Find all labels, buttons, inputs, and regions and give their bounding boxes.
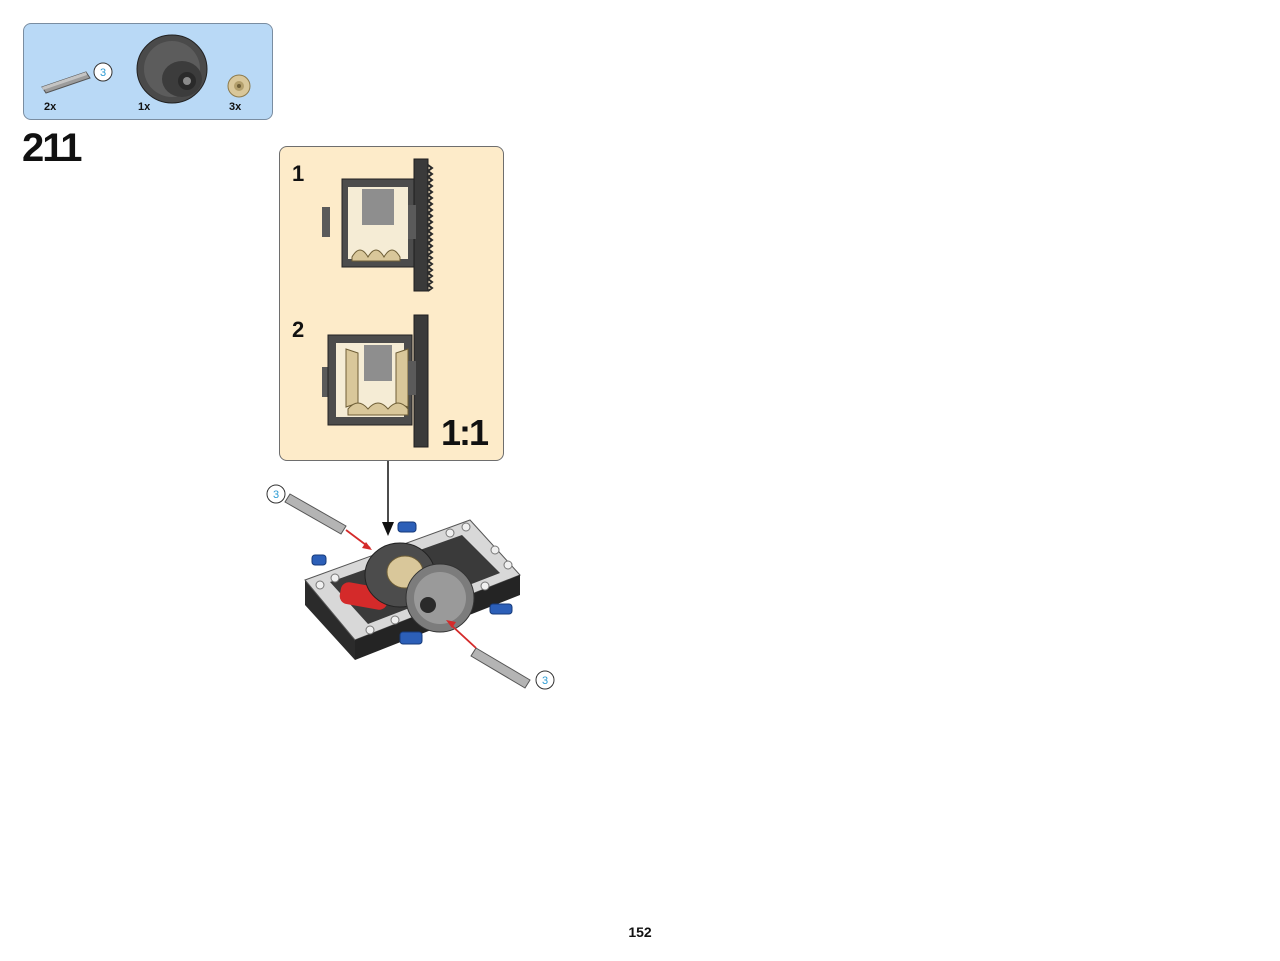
sub-step-1-image (322, 158, 434, 292)
parts-art: 3 (41, 34, 251, 104)
axle-quantity: 2x (44, 101, 57, 113)
page-number: 152 (628, 924, 652, 940)
differential-quantity: 1x (138, 101, 151, 113)
axle-length-label: 3 (100, 67, 106, 79)
bevel-gear-part-icon (227, 74, 251, 98)
left-axle-length-label: 3 (273, 489, 279, 501)
frame-assembly (304, 519, 521, 660)
left-axle-callout (266, 484, 372, 550)
sub-step-2-image (322, 314, 429, 448)
callout-art (322, 158, 434, 448)
sub-step-2-number: 2 (292, 317, 305, 342)
bevel-gear-quantity: 3x (229, 101, 242, 113)
scale-label: 1:1 (440, 412, 489, 453)
differential-part-icon (136, 34, 208, 104)
axle-part-icon: 3 (41, 62, 113, 94)
sub-step-1-number: 1 (292, 161, 305, 186)
right-axle-callout (446, 620, 555, 690)
parts-list: 3 2x 1x 3x (23, 23, 273, 120)
step-number: 211 (22, 126, 83, 170)
right-axle-length-label: 3 (542, 675, 548, 687)
sub-assembly-callout: 1 2 1:1 (279, 146, 504, 461)
